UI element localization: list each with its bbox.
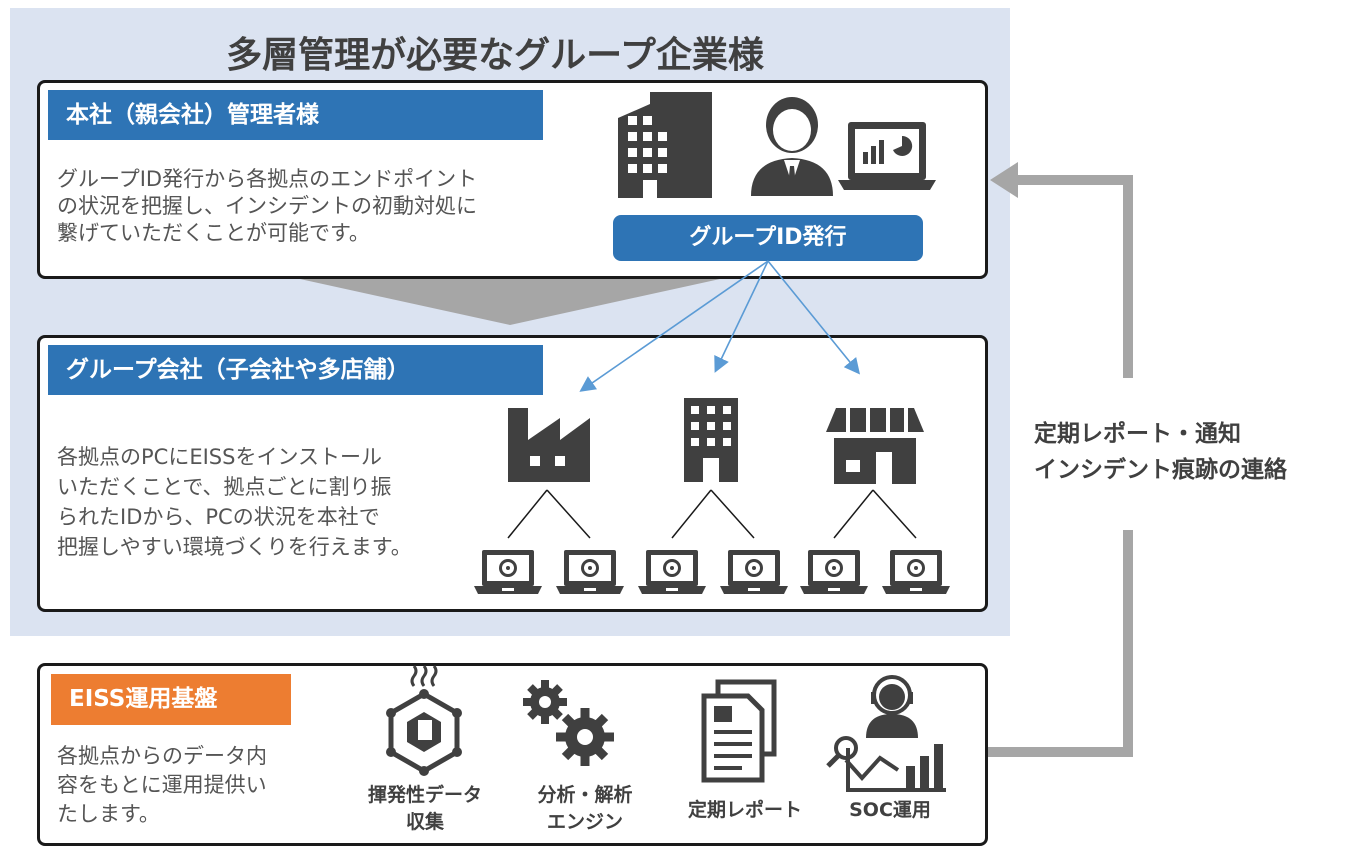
gears-icon <box>523 680 614 766</box>
laptop-disc-icon <box>882 550 950 594</box>
factory-icon <box>508 408 590 482</box>
feature-label-analysis-engine: 分析・解析 エンジン <box>537 784 633 833</box>
funnel-arrow <box>300 279 720 325</box>
page-title: 多層管理が必要なグループ企業様 <box>226 35 764 76</box>
store-icon <box>826 408 924 484</box>
distribution-arrows <box>579 260 861 392</box>
person-icon <box>751 97 833 196</box>
side-caption: 定期レポート・通知 インシデント痕跡の連絡 <box>1034 421 1287 483</box>
laptop-disc-icon <box>720 550 788 594</box>
feature-label-soc: SOC運用 <box>849 799 931 821</box>
group-id-issue-button[interactable]: グループID発行 <box>613 215 923 261</box>
group-companies-header: グループ会社（子会社や多店舗） <box>48 345 543 395</box>
laptop-disc-icon <box>474 550 542 594</box>
laptop-disc-icon <box>800 550 868 594</box>
feature-label-report: 定期レポート <box>687 799 802 821</box>
platform-description: 各拠点からのデータ内 容をもとに運用提供い たします。 <box>57 744 267 826</box>
feature-label-volatile-data: 揮発性データ 収集 <box>367 784 482 833</box>
site-connectors <box>507 489 917 539</box>
feedback-arrow <box>988 162 1133 757</box>
building-icon <box>618 92 712 198</box>
laptop-chart-icon <box>838 122 936 190</box>
office-building-icon <box>684 398 738 482</box>
headquarters-header: 本社（親会社）管理者様 <box>48 90 543 140</box>
report-icon <box>701 679 777 783</box>
laptop-disc-icon <box>556 550 624 594</box>
volatile-data-icon <box>386 665 462 776</box>
platform-header: EISS運用基盤 <box>51 674 291 725</box>
group-companies-description: 各拠点のPCにEISSをインストール いただくことで、拠点ごとに割り振 られたI… <box>57 445 412 559</box>
laptop-disc-icon <box>638 550 706 594</box>
soc-operator-icon <box>826 675 946 792</box>
headquarters-description: グループID発行から各拠点のエンドポイント の状況を把握し、インシデントの初動対… <box>57 167 478 245</box>
